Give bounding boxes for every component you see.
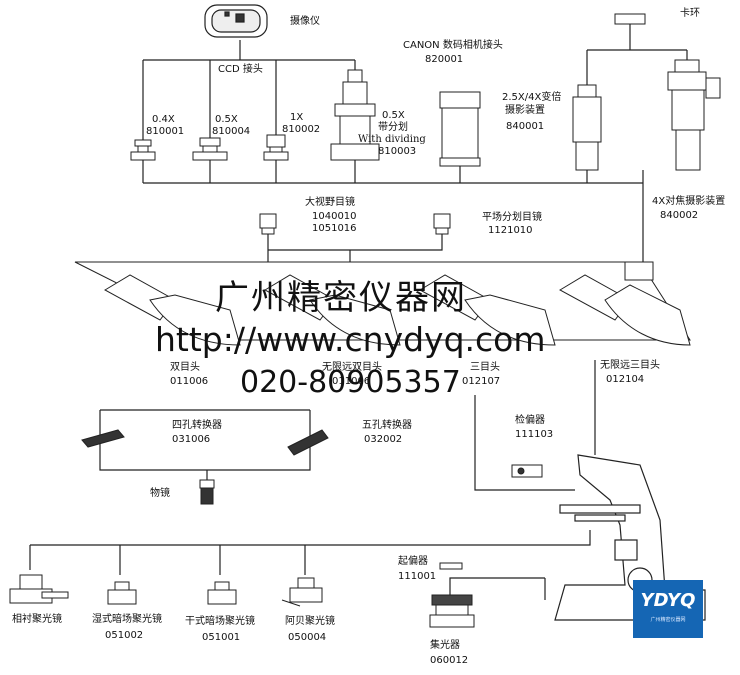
focus-photo-label: 4X对焦摄影装置 bbox=[652, 196, 726, 207]
ccd-adapter-label: CCD 接头 bbox=[218, 64, 263, 75]
abbe-condenser-label: 阿贝聚光镜 bbox=[285, 616, 335, 627]
flat-eyepiece-code: 1121010 bbox=[488, 225, 533, 236]
trinocular-code: 012107 bbox=[462, 376, 501, 387]
adapter-05x-div-code: 810003 bbox=[378, 146, 417, 157]
wet-dark-condenser-label: 湿式暗场聚光镜 bbox=[92, 614, 162, 625]
wide-eyepiece-code1: 1040010 bbox=[312, 211, 357, 222]
adapter-1x-code: 810002 bbox=[282, 124, 321, 135]
logo-text: YDYQ bbox=[640, 590, 696, 611]
adapter-04x-icon bbox=[130, 139, 156, 161]
canon-adapter-icon bbox=[439, 91, 481, 167]
nosepiece4-label: 四孔转换器 bbox=[172, 420, 222, 431]
inf-trinocular-head-icon bbox=[558, 261, 691, 346]
adapter-05x-icon bbox=[192, 137, 228, 161]
polarizer-code: 111001 bbox=[398, 571, 437, 582]
logo-subtext: 广州精密仪器网 bbox=[650, 617, 686, 623]
analyzer-icon bbox=[511, 464, 543, 478]
adapter-04x-label: 0.4X bbox=[152, 114, 175, 125]
inf-binocular-label: 无限远双目头 bbox=[322, 362, 382, 373]
canon-adapter-label: CANON 数码相机接头 bbox=[403, 40, 503, 51]
dry-dark-condenser-icon bbox=[207, 581, 237, 605]
adapter-04x-code: 810001 bbox=[146, 126, 185, 137]
wide-eyepiece-label: 大视野目镜 bbox=[305, 197, 355, 208]
condenser-label: 集光器 bbox=[430, 640, 460, 651]
binocular-code: 011006 bbox=[170, 376, 209, 387]
polarizer-icon bbox=[439, 562, 463, 570]
abbe-condenser-code: 050004 bbox=[288, 632, 327, 643]
wide-eyepiece-icon bbox=[259, 213, 277, 235]
flat-eyepiece-icon bbox=[433, 213, 451, 235]
zoom-photo-code: 840001 bbox=[506, 121, 545, 132]
inf-binocular-head-icon bbox=[263, 274, 401, 346]
phase-condenser-label: 相衬聚光镜 bbox=[12, 614, 62, 625]
adapter-05x-div-icon bbox=[330, 69, 380, 161]
snap-ring-icon bbox=[614, 13, 646, 25]
objective-label: 物镜 bbox=[150, 488, 170, 499]
binocular-label: 双目头 bbox=[170, 362, 200, 373]
nosepiece4-code: 031006 bbox=[172, 434, 211, 445]
inf-binocular-code: 011006 bbox=[332, 376, 371, 387]
nosepiece-5-icon bbox=[287, 429, 329, 456]
adapter-05x-div-label: 0.5X bbox=[382, 110, 405, 121]
trinocular-head-icon bbox=[418, 274, 556, 346]
watermark-url[interactable]: http://www.cnydyq.com bbox=[155, 320, 546, 359]
phase-condenser-icon bbox=[9, 574, 69, 604]
zoom-photo-device-icon bbox=[572, 84, 602, 171]
polarizer-label: 起偏器 bbox=[398, 556, 428, 567]
analyzer-code: 111103 bbox=[515, 429, 554, 440]
dry-dark-condenser-code: 051001 bbox=[202, 632, 241, 643]
camera-icon bbox=[204, 4, 268, 38]
inf-trinocular-label: 无限远三目头 bbox=[600, 360, 660, 371]
zoom-photo-label2: 摄影装置 bbox=[505, 105, 545, 116]
camera-label: 摄像仪 bbox=[290, 16, 320, 27]
wet-dark-condenser-code: 051002 bbox=[105, 630, 144, 641]
nosepiece-4-icon bbox=[81, 429, 125, 448]
analyzer-label: 检偏器 bbox=[515, 415, 545, 426]
trinocular-label: 三目头 bbox=[470, 362, 500, 373]
watermark-phone: 020-80905357 bbox=[240, 365, 461, 400]
adapter-1x-label: 1X bbox=[290, 112, 304, 123]
flat-eyepiece-label: 平场分划目镜 bbox=[482, 212, 542, 223]
zoom-photo-label: 2.5X/4X变倍 bbox=[502, 92, 562, 103]
wet-dark-condenser-icon bbox=[107, 581, 137, 605]
condenser-icon bbox=[429, 594, 475, 628]
adapter-05x-label: 0.5X bbox=[215, 114, 238, 125]
adapter-05x-div-label3: With dividing bbox=[358, 134, 426, 145]
binocular-head-icon bbox=[103, 274, 241, 346]
wide-eyepiece-code2: 1051016 bbox=[312, 223, 357, 234]
nosepiece5-code: 032002 bbox=[364, 434, 403, 445]
dry-dark-condenser-label: 干式暗场聚光镜 bbox=[185, 616, 255, 627]
inf-trinocular-code: 012104 bbox=[606, 374, 645, 385]
adapter-05x-div-label2: 带分划 bbox=[378, 122, 408, 133]
abbe-condenser-icon bbox=[281, 577, 323, 607]
condenser-code: 060012 bbox=[430, 655, 469, 666]
canon-adapter-code: 820001 bbox=[425, 54, 464, 65]
focus-photo-code: 840002 bbox=[660, 210, 699, 221]
adapter-05x-code: 810004 bbox=[212, 126, 251, 137]
objective-icon bbox=[199, 479, 215, 505]
watermark-name: 广州精密仪器网 bbox=[215, 278, 467, 318]
nosepiece5-label: 五孔转换器 bbox=[362, 420, 412, 431]
focus-photo-device-icon bbox=[667, 59, 721, 171]
snap-ring-label: 卡环 bbox=[680, 8, 700, 19]
adapter-1x-icon bbox=[263, 134, 289, 161]
ydyq-logo: YDYQ 广州精密仪器网 bbox=[633, 580, 703, 638]
